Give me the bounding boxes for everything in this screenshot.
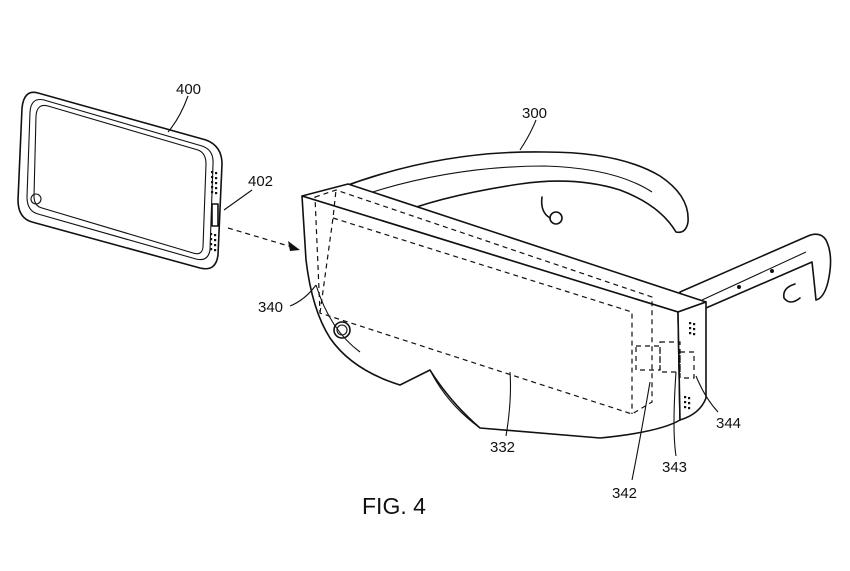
- label-332: 332: [490, 439, 515, 456]
- phone-speaker-grille-top: [211, 171, 218, 195]
- phone-speaker-grille-bottom: [210, 233, 217, 252]
- leader-lines: [167, 95, 719, 481]
- component-344: [679, 351, 695, 379]
- insertion-arrow: [227, 227, 300, 251]
- housing-grille: [684, 322, 696, 410]
- housing-button: [333, 321, 351, 339]
- label-402: 402: [248, 173, 273, 190]
- phone-connector-port: [211, 203, 219, 227]
- label-300: 300: [522, 105, 547, 122]
- headset-device: [301, 151, 832, 439]
- label-344: 344: [716, 415, 741, 432]
- label-400: 400: [176, 81, 201, 98]
- figure-caption: FIG. 4: [362, 493, 426, 519]
- label-342: 342: [612, 485, 637, 502]
- label-343: 343: [662, 459, 687, 476]
- phone-device: [17, 91, 223, 270]
- component-343: [659, 341, 681, 373]
- temple-arm: [679, 233, 832, 319]
- label-340: 340: [258, 299, 283, 316]
- phone-home-button: [30, 193, 42, 205]
